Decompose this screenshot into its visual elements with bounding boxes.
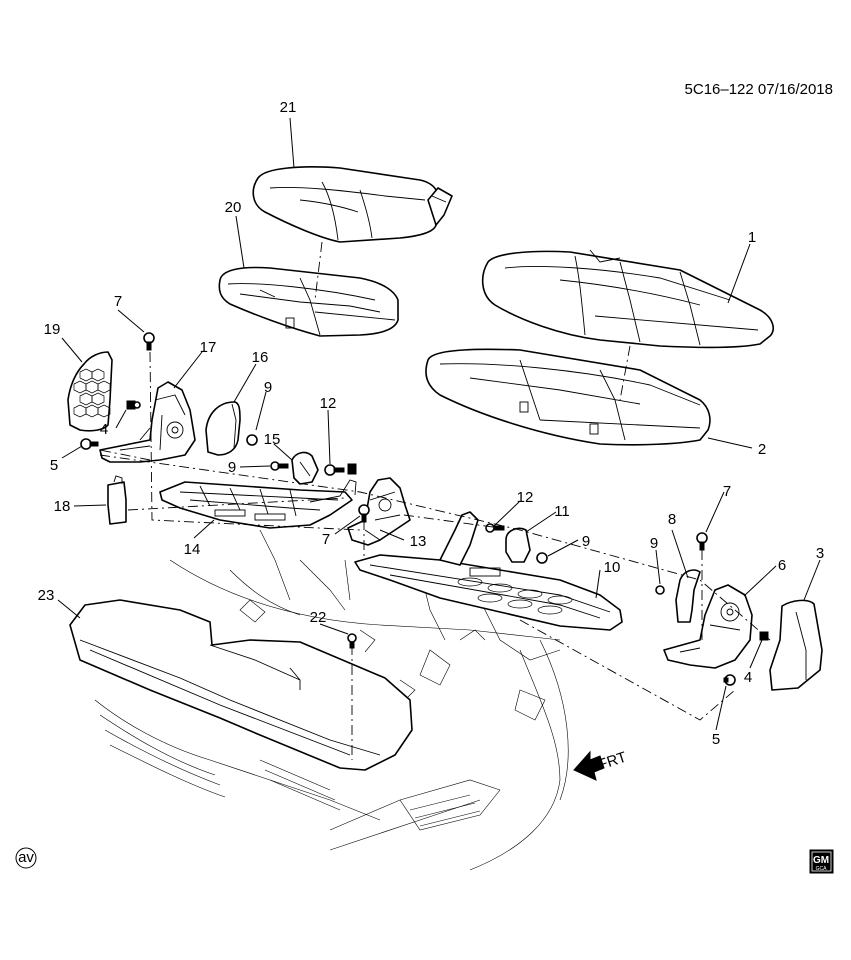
callout-10: 10 — [604, 559, 621, 576]
callout-18: 18 — [54, 498, 71, 515]
callout-2: 2 — [758, 441, 766, 458]
seat-frame-right — [354, 511, 623, 631]
callout-9-c: 9 — [582, 533, 590, 550]
side-trim-panel-left — [67, 351, 113, 432]
side-cover-16 — [205, 401, 241, 456]
callout-20: 20 — [225, 199, 242, 216]
callout-16: 16 — [252, 349, 269, 366]
callout-8: 8 — [668, 511, 676, 528]
callout-9-d: 9 — [650, 535, 658, 552]
hinge-bracket-right — [663, 584, 753, 669]
seat-frame-left — [159, 479, 357, 529]
curved-trim-8 — [675, 569, 701, 623]
corner-mark: av — [15, 847, 37, 869]
center-hinge-bracket — [347, 477, 411, 546]
seat-cushion-pad-right — [425, 348, 711, 446]
callout-1: 1 — [748, 229, 756, 246]
bolt-7-left — [143, 332, 155, 351]
callout-9-b: 9 — [228, 459, 236, 476]
callout-4-right: 4 — [744, 669, 752, 686]
bolt-9-b — [270, 461, 289, 471]
bolt-5-left — [80, 438, 99, 450]
gm-logo-sub: GCA — [816, 866, 828, 872]
seat-cushion-pad-left — [218, 266, 399, 337]
callout-22: 22 — [310, 609, 327, 626]
nut-4-right — [759, 631, 769, 641]
callout-7-right: 7 — [723, 483, 731, 500]
corner-mark-label: av — [18, 849, 34, 866]
callout-23: 23 — [38, 587, 55, 604]
latch-cover-18 — [107, 475, 127, 525]
callout-12-left: 12 — [320, 395, 337, 412]
bolt-12-left — [324, 463, 357, 476]
front-direction-arrow: FRT — [573, 749, 629, 781]
callout-11: 11 — [554, 503, 570, 520]
plug-9-a — [246, 434, 258, 446]
callout-15: 15 — [264, 431, 281, 448]
assembly-centerlines — [99, 241, 771, 760]
callout-labels: 21 20 1 2 7 19 17 16 9 12 4 15 5 9 18 12… — [38, 99, 825, 748]
callout-3: 3 — [816, 545, 824, 562]
plug-9-c — [536, 552, 548, 564]
bolt-5-right — [723, 674, 736, 686]
leader-lines — [57, 117, 821, 731]
callout-4-left: 4 — [100, 421, 108, 438]
callout-7-center: 7 — [322, 531, 330, 548]
rear-floor-cover — [69, 599, 413, 771]
small-cover-11 — [505, 527, 531, 563]
gm-logo-brand: GM — [813, 855, 829, 866]
bolt-7-right — [696, 532, 708, 551]
callout-7-left: 7 — [114, 293, 122, 310]
bolt-9-d — [655, 585, 665, 595]
callout-21: 21 — [280, 99, 297, 116]
gm-logo: GM GCA — [809, 849, 834, 874]
seat-cushion-cover-right — [481, 249, 774, 349]
callout-5-right: 5 — [712, 731, 720, 748]
pivot-cover-15 — [291, 451, 319, 485]
callout-9-a: 9 — [264, 379, 272, 396]
side-trim-panel-right — [769, 599, 823, 691]
callout-13: 13 — [410, 533, 427, 550]
callout-5-left: 5 — [50, 457, 58, 474]
callout-6: 6 — [778, 557, 786, 574]
diagram-code: 5C16–122 07/16/2018 — [685, 81, 833, 98]
front-direction-label: FRT — [596, 749, 629, 774]
seat-cushion-cover-left — [252, 166, 453, 243]
hinge-bracket-left — [99, 381, 196, 463]
callout-12-right: 12 — [517, 489, 534, 506]
callout-17: 17 — [200, 339, 217, 356]
nut-4-left — [126, 400, 141, 410]
callout-14: 14 — [184, 541, 201, 558]
callout-19: 19 — [44, 321, 61, 338]
